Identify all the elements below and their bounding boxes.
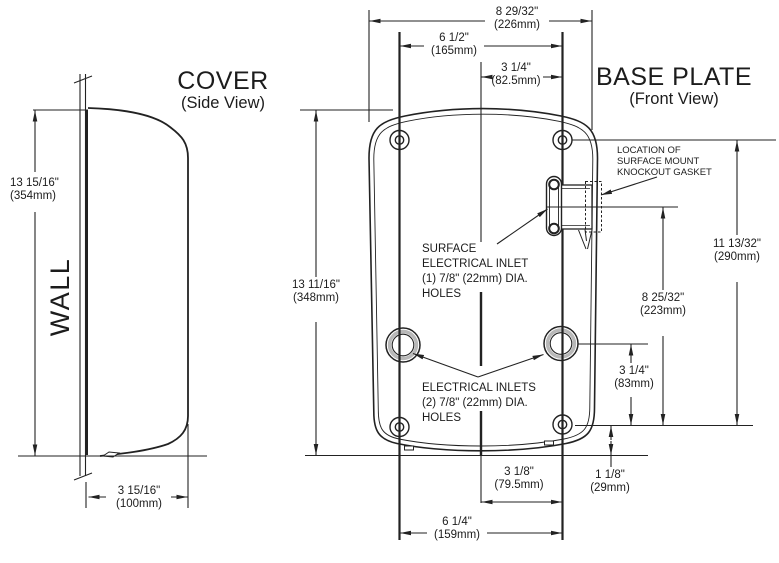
dim-inches: 13 15/16" — [10, 177, 59, 189]
dim-half-span: 3 1/4" (82.5mm) — [476, 62, 556, 88]
label-line: ELECTRICAL INLETS — [422, 382, 536, 394]
base-plate-title: BASE PLATE — [596, 63, 752, 91]
surface-inlet-label: SURFACE ELECTRICAL INLET (1) 7/8" (22mm)… — [422, 242, 528, 302]
knockout-gasket-label: LOCATION OF SURFACE MOUNT KNOCKOUT GASKE… — [617, 145, 712, 178]
dim-overall-height: 13 11/16" (348mm) — [276, 279, 356, 305]
dim-inches: 6 1/4" — [442, 516, 472, 528]
dim-inches: 11 13/32" — [713, 238, 761, 250]
dim-mm: (83mm) — [614, 378, 654, 390]
dim-inlet-half-span: 3 1/8" (79.5mm) — [479, 466, 559, 492]
leader-arrows — [412, 176, 658, 378]
cover-title: COVER — [177, 67, 269, 95]
bottom-tab — [544, 440, 554, 446]
dim-inches: 3 1/4" — [501, 62, 531, 74]
label-line: SURFACE MOUNT — [617, 156, 700, 167]
label-line: SURFACE — [422, 243, 477, 255]
knockout-gasket — [545, 175, 602, 250]
dim-mm: (223mm) — [639, 305, 686, 317]
inlet-holes — [385, 325, 579, 363]
label-line: LOCATION OF — [617, 145, 681, 156]
base-plate-subtitle: (Front View) — [629, 90, 719, 108]
dim-inches: 8 25/32" — [641, 292, 685, 304]
dim-mm: (159mm) — [433, 529, 480, 541]
cover-subtitle: (Side View) — [180, 94, 266, 112]
bottom-tab — [404, 445, 414, 451]
label-line: HOLES — [422, 288, 461, 300]
dim-mm: (165mm) — [430, 45, 477, 57]
dim-inches: 6 1/2" — [439, 32, 469, 44]
dim-mm: (226mm) — [493, 19, 540, 31]
dim-cover-depth: 3 15/16" (100mm) — [99, 485, 179, 511]
cover-profile — [87, 107, 189, 457]
dim-inches: 3 1/8" — [504, 466, 534, 478]
wall-label: WALL — [45, 257, 75, 337]
label-line: ELECTRICAL INLET — [422, 258, 529, 270]
dim-mm: (290mm) — [713, 251, 760, 263]
dim-inlet-span: 6 1/4" (159mm) — [417, 516, 497, 542]
electrical-inlets-label: ELECTRICAL INLETS (2) 7/8" (22mm) DIA. H… — [422, 381, 536, 426]
dim-inches: 3 15/16" — [117, 485, 161, 497]
dim-inlet-to-hole: 3 1/4" (83mm) — [594, 365, 674, 391]
label-line: (2) 7/8" (22mm) DIA. — [422, 397, 528, 409]
cover-side-view — [18, 74, 207, 508]
cover-title-block: COVER (Side View) — [164, 69, 282, 113]
label-line: (1) 7/8" (22mm) DIA. — [422, 273, 528, 285]
dim-knockout-height: 8 25/32" (223mm) — [623, 292, 703, 318]
dim-mm: (82.5mm) — [491, 75, 541, 87]
wall-lines — [73, 74, 93, 508]
base-plate-view — [300, 10, 776, 540]
plate-outline-outer — [368, 107, 599, 452]
dim-inches: 8 29/32" — [495, 6, 539, 18]
dim-mm: (354mm) — [10, 190, 57, 202]
label-line: HOLES — [422, 412, 461, 424]
dim-mm: (79.5mm) — [494, 479, 544, 491]
dim-mm: (100mm) — [115, 498, 162, 510]
dim-overall-width-lines — [368, 10, 593, 130]
dim-mm: (348mm) — [292, 292, 339, 304]
dim-mm: (29mm) — [590, 482, 630, 494]
dim-mount-hole-span: 6 1/2" (165mm) — [414, 32, 494, 58]
dim-cover-height: 13 15/16" (354mm) — [10, 177, 74, 203]
dim-overall-width: 8 29/32" (226mm) — [477, 6, 557, 32]
dim-inches: 13 11/16" — [292, 279, 340, 291]
plate-outline-inner — [373, 113, 594, 447]
dim-hole-to-bottom: 1 1/8" (29mm) — [570, 469, 650, 495]
base-plate-title-block: BASE PLATE (Front View) — [595, 65, 753, 109]
dim-gasket-height: 11 13/32" (290mm) — [697, 238, 777, 264]
dim-inches: 3 1/4" — [619, 365, 649, 377]
dim-inches: 1 1/8" — [595, 469, 625, 481]
label-line: KNOCKOUT GASKET — [617, 167, 712, 178]
